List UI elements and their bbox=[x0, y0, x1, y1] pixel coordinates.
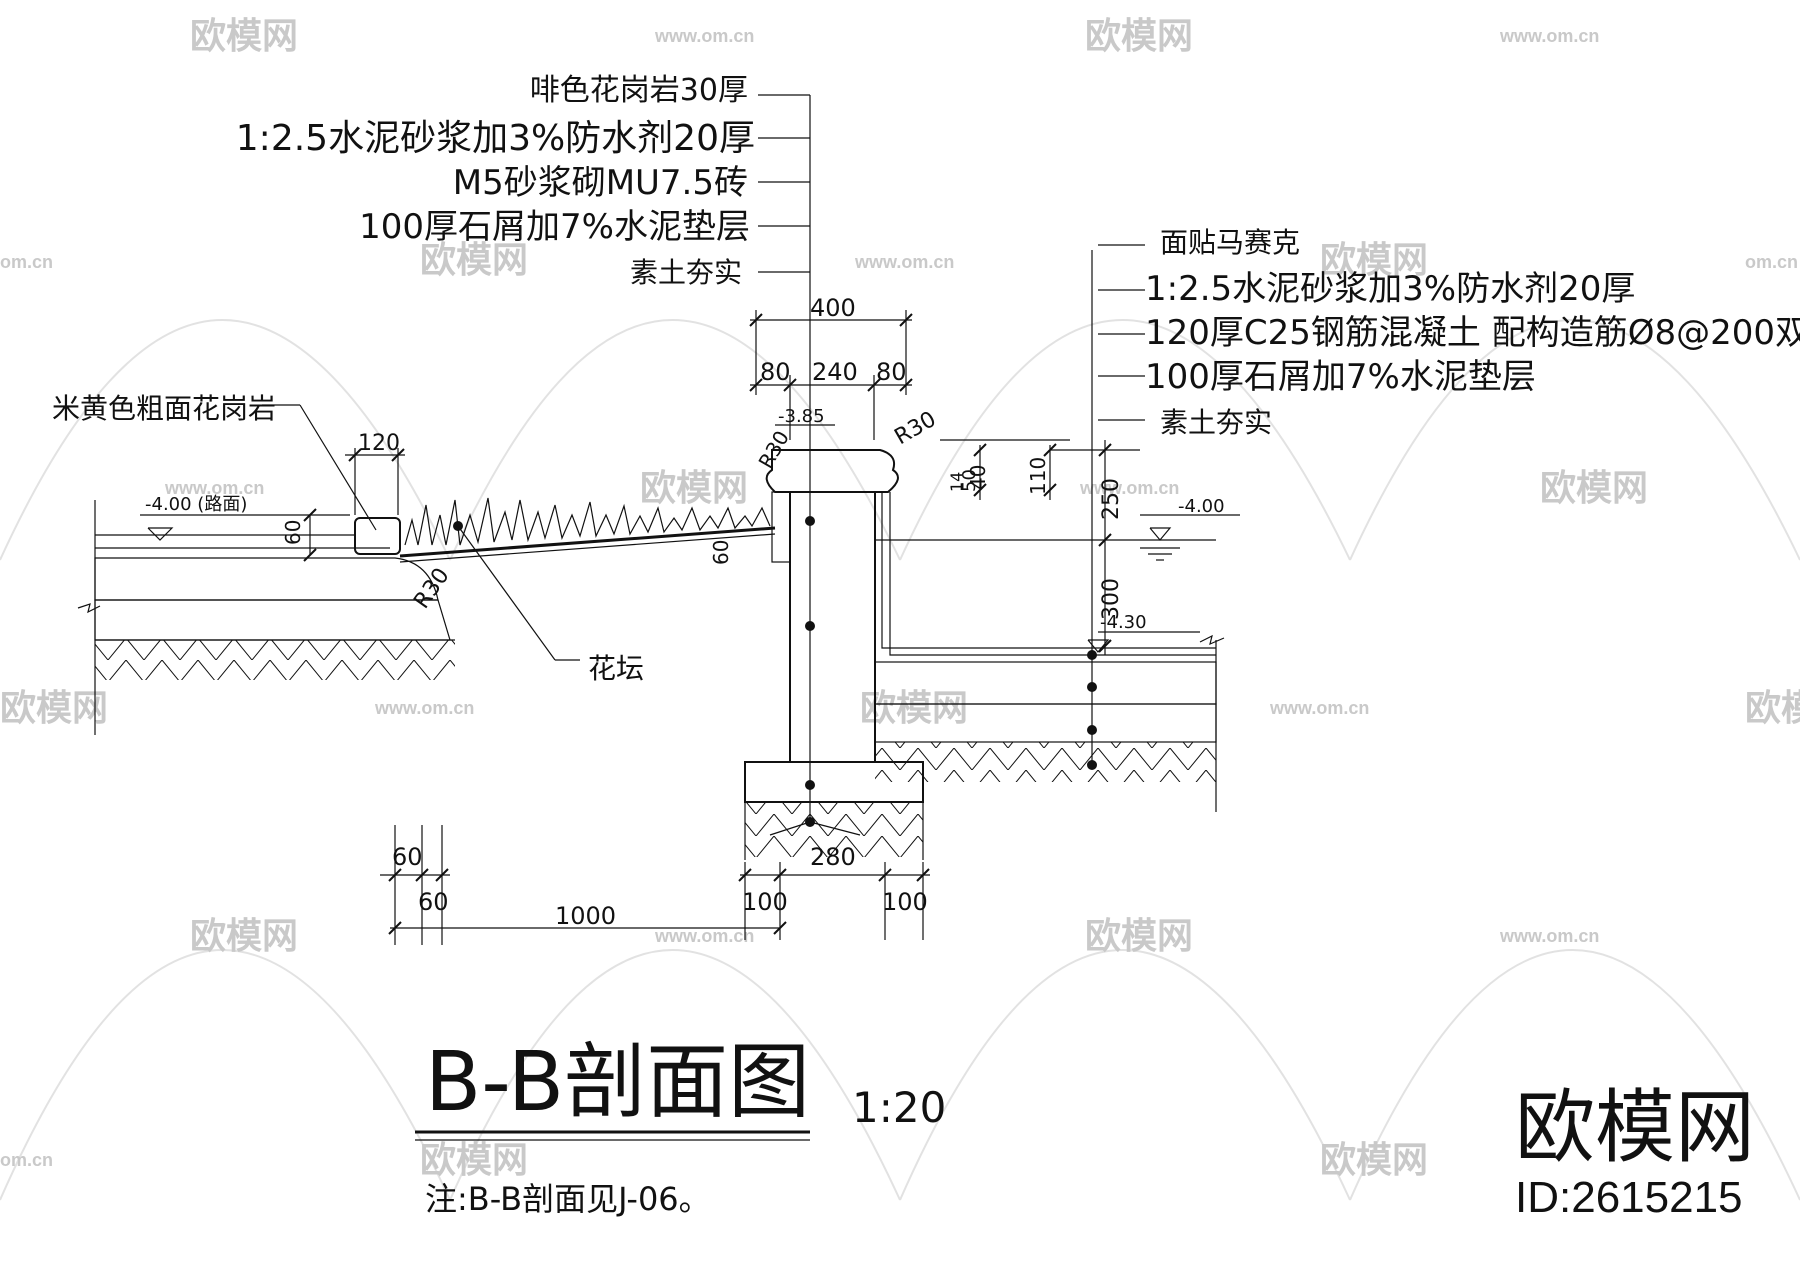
watermark-url: www.om.cn bbox=[374, 698, 474, 718]
dim-80: 80 bbox=[760, 358, 791, 386]
dim-80: 80 bbox=[876, 358, 907, 386]
drawing-scale: 1:20 bbox=[852, 1083, 946, 1132]
curb-stone-label: 米黄色粗面花岗岩 bbox=[52, 392, 276, 425]
layer-label: 100厚石屑加7%水泥垫层 bbox=[1145, 357, 1536, 397]
watermark-url: www.om.cn bbox=[654, 926, 754, 946]
left-layer-labels: 啡色花岗岩30厚 1:2.5水泥砂浆加3%防水剂20厚 M5砂浆砌MU7.5砖 … bbox=[236, 73, 755, 289]
wall-side-strip bbox=[771, 491, 791, 563]
watermark-brand: 欧模网 bbox=[1320, 1139, 1428, 1180]
r30-base-label: R30 bbox=[409, 564, 454, 614]
dim-110: 110 bbox=[1026, 457, 1050, 495]
dim-100: 100 bbox=[742, 888, 788, 916]
drawing-note: 注:B-B剖面见J-06。 bbox=[425, 1180, 711, 1218]
watermark-url: om.cn bbox=[0, 1150, 53, 1170]
wall-top-level-label: -3.85 bbox=[778, 406, 825, 427]
layer-label: 素土夯实 bbox=[630, 256, 742, 289]
dim-60-bed: 60 bbox=[709, 540, 733, 565]
dimension-texts: 400 80 240 80 120 60 60 250 300 110 40 5… bbox=[281, 294, 1124, 930]
layer-label: 120厚C25钢筋混凝土 配构造筋Ø8@200双向 bbox=[1145, 313, 1800, 353]
flower-bed-label: 花坛 bbox=[588, 652, 644, 685]
dim-280: 280 bbox=[810, 843, 856, 871]
layer-label: 素土夯实 bbox=[1160, 406, 1272, 439]
dim-60: 60 bbox=[392, 843, 423, 871]
road-soil bbox=[95, 640, 455, 680]
road-concrete-layer bbox=[94, 557, 439, 601]
watermark-brand: 欧模网 bbox=[1085, 15, 1193, 56]
dim-240: 240 bbox=[812, 358, 858, 386]
dim-40: 40 bbox=[966, 465, 990, 490]
watermark-url: om.cn bbox=[1745, 252, 1798, 272]
watermark-brand: 欧模网 bbox=[640, 467, 748, 508]
watermark-url: www.om.cn bbox=[1269, 698, 1369, 718]
watermark-brand: 欧模网 bbox=[190, 915, 298, 956]
dim-400: 400 bbox=[810, 294, 856, 322]
watermark-arcs bbox=[0, 319, 1800, 1201]
drawing-title-block: B-B剖面图 1:20 注:B-B剖面见J-06。 bbox=[415, 1035, 946, 1218]
watermark-url: www.om.cn bbox=[854, 252, 954, 272]
watermark-brand: 欧模网 bbox=[860, 687, 968, 728]
layer-label: M5砂浆砌MU7.5砖 bbox=[453, 163, 748, 203]
watermark-brand: 欧模网 bbox=[420, 239, 528, 280]
pool-wall bbox=[744, 449, 924, 860]
footing-soil bbox=[745, 802, 923, 857]
layer-label: 1:2.5水泥砂浆加3%防水剂20厚 bbox=[1145, 269, 1635, 309]
watermark-url: www.om.cn bbox=[1499, 26, 1599, 46]
dimension-lines bbox=[303, 310, 1140, 945]
road-sand-layer bbox=[94, 599, 451, 641]
dim-120: 120 bbox=[358, 431, 400, 456]
watermark-brand: 欧模网 bbox=[1540, 467, 1648, 508]
dim-50: 50 bbox=[959, 469, 980, 492]
brand-id: ID:2615215 bbox=[1515, 1173, 1743, 1222]
watermark-url: om.cn bbox=[0, 252, 53, 272]
watermark-url: www.om.cn bbox=[164, 478, 264, 498]
brand-name: 欧模网 bbox=[1515, 1083, 1755, 1172]
watermark-brand: 欧模网 bbox=[0, 687, 108, 728]
brand-block: 欧模网 ID:2615215 bbox=[1515, 1083, 1755, 1222]
right-layer-labels: 面贴马赛克 1:2.5水泥砂浆加3%防水剂20厚 120厚C25钢筋混凝土 配构… bbox=[1145, 226, 1800, 439]
dim-1000: 1000 bbox=[555, 902, 616, 930]
dim-60-curb: 60 bbox=[281, 520, 305, 545]
watermark-url: www.om.cn bbox=[1499, 926, 1599, 946]
dim-100: 100 bbox=[882, 888, 928, 916]
wall-cap bbox=[765, 449, 899, 493]
water-level-label: -4.00 bbox=[1178, 496, 1225, 517]
watermark-url: www.om.cn bbox=[654, 26, 754, 46]
watermark-brand: 欧模网 bbox=[1745, 687, 1800, 728]
dim-60: 60 bbox=[418, 888, 449, 916]
pool-bottom-level-label: -4.30 bbox=[1100, 612, 1147, 633]
drawing-title: B-B剖面图 bbox=[425, 1035, 810, 1130]
dim-14: 14 bbox=[947, 472, 966, 492]
layer-label: 啡色花岗岩30厚 bbox=[530, 73, 748, 108]
dim-300: 300 bbox=[1099, 578, 1124, 620]
watermark-brand: 欧模网 bbox=[190, 15, 298, 56]
watermark-brand: 欧模网 bbox=[1085, 915, 1193, 956]
layer-label: 面贴马赛克 bbox=[1160, 226, 1300, 259]
pool-soil bbox=[875, 742, 1216, 782]
road-level-label: -4.00 (路面) bbox=[145, 494, 247, 515]
layer-label: 1:2.5水泥砂浆加3%防水剂20厚 bbox=[236, 118, 755, 159]
curb-stone bbox=[354, 517, 401, 555]
pool-section bbox=[874, 250, 1225, 812]
leader-lines bbox=[140, 94, 1240, 661]
layer-label: 100厚石屑加7%水泥垫层 bbox=[359, 207, 750, 247]
watermark-brand: 欧模网 bbox=[1320, 239, 1428, 280]
road-section bbox=[77, 500, 455, 735]
watermark-url: www.om.cn bbox=[1079, 478, 1179, 498]
watermark-brand: 欧模网 bbox=[420, 1139, 528, 1180]
watermark-texts: 欧模网 www.om.cn 欧模网 www.om.cn om.cn 欧模网 ww… bbox=[0, 15, 1800, 1180]
r30-cap-label: R30 bbox=[891, 407, 941, 450]
dim-250: 250 bbox=[1099, 478, 1124, 520]
